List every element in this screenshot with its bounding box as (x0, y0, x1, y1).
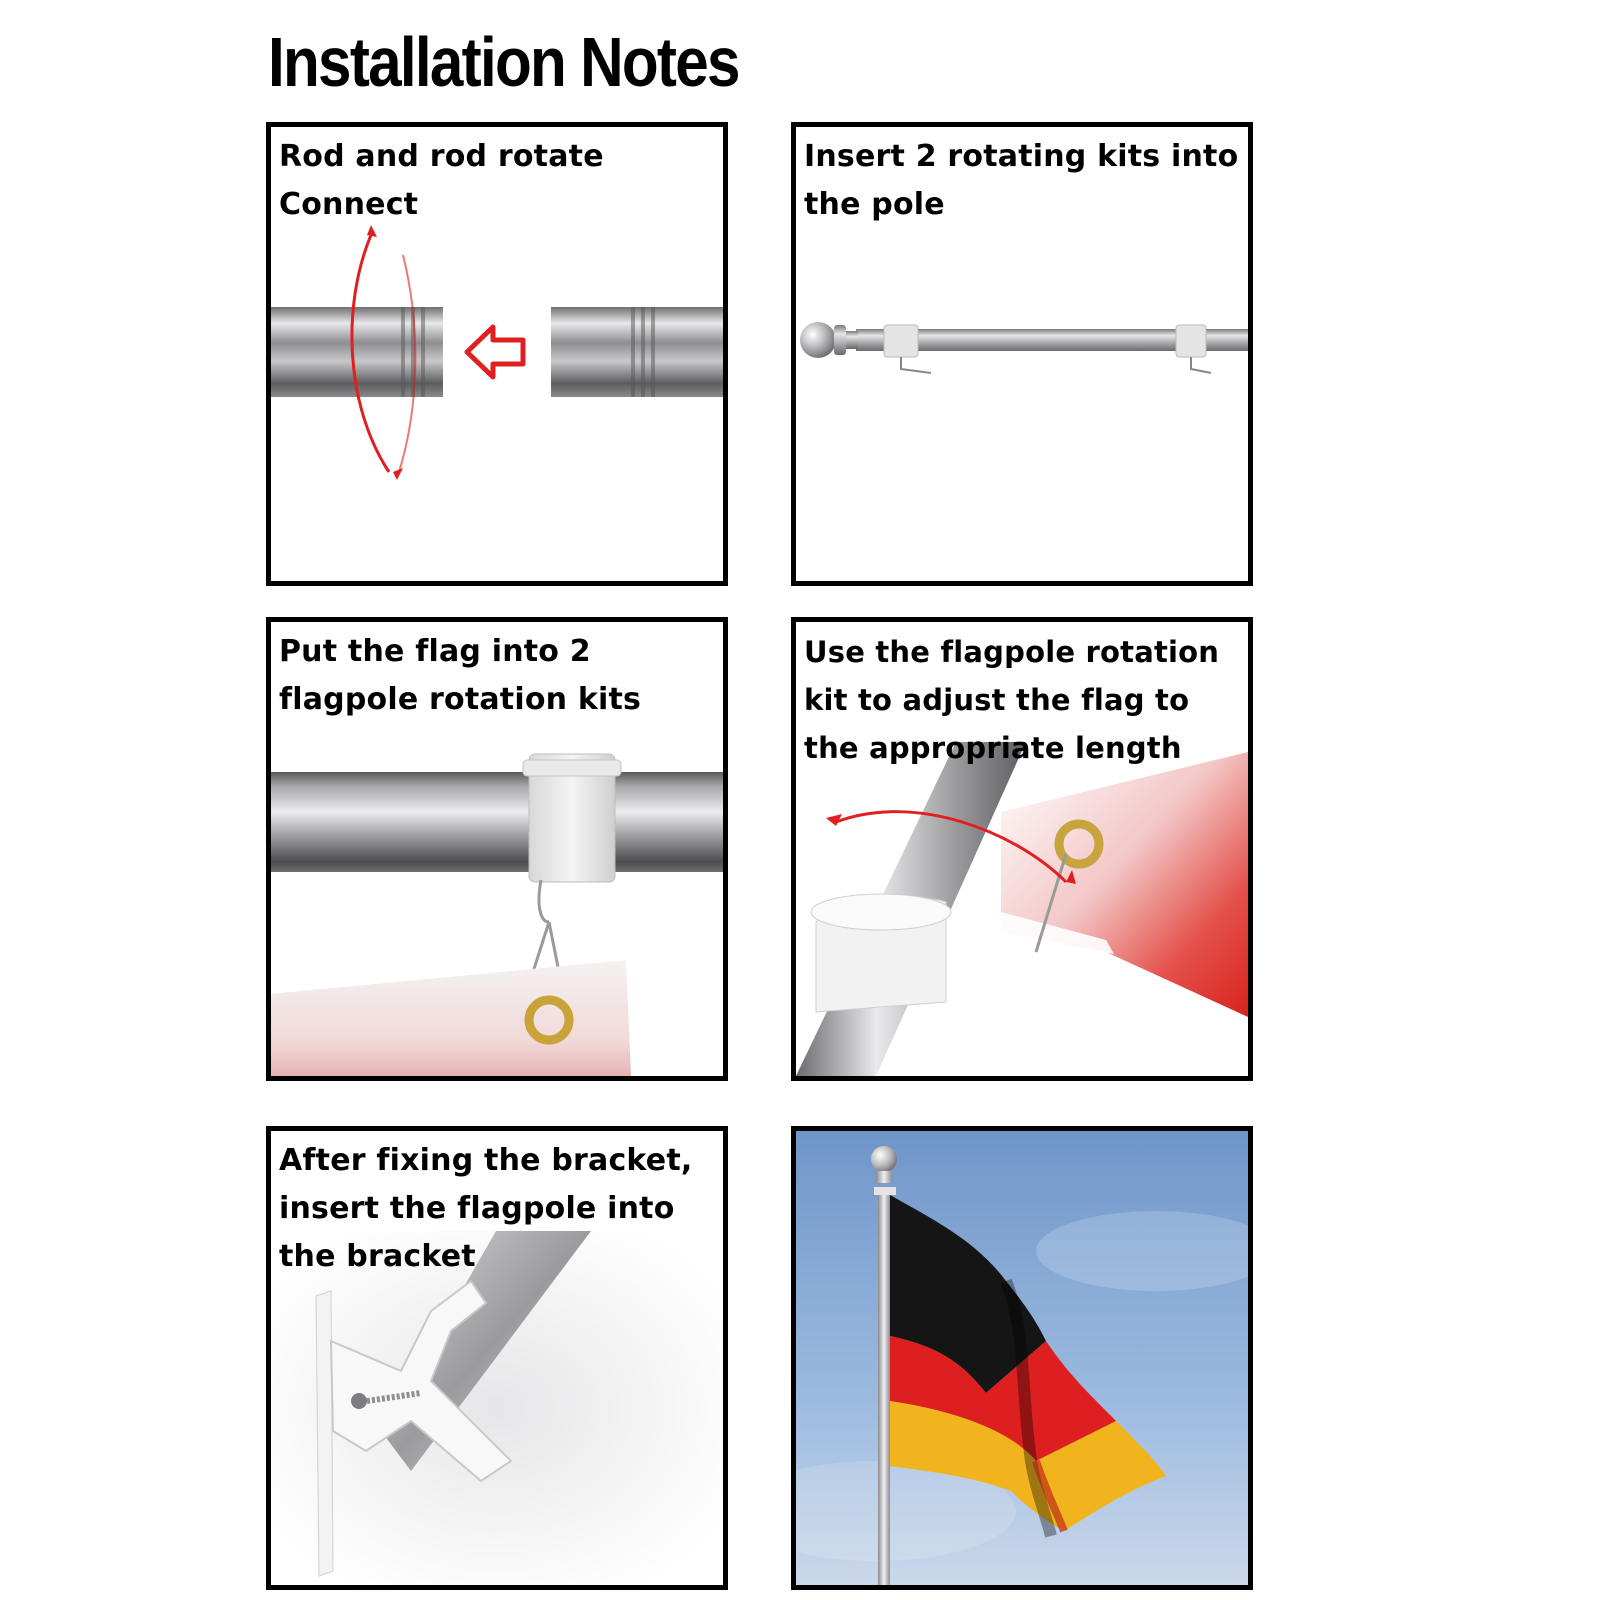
rod-connect-illustration (271, 225, 723, 480)
step-panel-put-flag: Put the flag into 2 flagpole rotation ki… (266, 617, 728, 1081)
step-panel-flag-photo (791, 1126, 1253, 1590)
step-caption: Put the flag into 2 flagpole rotation ki… (279, 634, 642, 717)
page-title: Installation Notes (268, 23, 741, 101)
bracket-illustration (271, 1231, 723, 1585)
step-caption: Use the flagpole rotation kit to adjust … (804, 635, 1220, 765)
rotation-adjust-illustration (796, 742, 1248, 1076)
step-caption: After fixing the bracket, insert the fla… (279, 1143, 693, 1274)
pole-with-kits-illustration (800, 322, 1248, 374)
german-flag-photo (796, 1131, 1248, 1585)
step-caption: Rod and rod rotate Connect (279, 139, 604, 222)
step-panel-insert-kits: Insert 2 rotating kits into the pole (791, 122, 1253, 586)
step-panel-rod-connect: Rod and rod rotate Connect (266, 122, 728, 586)
step-panel-bracket: After fixing the bracket, insert the fla… (266, 1126, 728, 1590)
step-caption: Insert 2 rotating kits into the pole (804, 139, 1239, 222)
step-panel-adjust-flag: Use the flagpole rotation kit to adjust … (791, 617, 1253, 1081)
flag-clip-illustration (271, 753, 723, 1076)
